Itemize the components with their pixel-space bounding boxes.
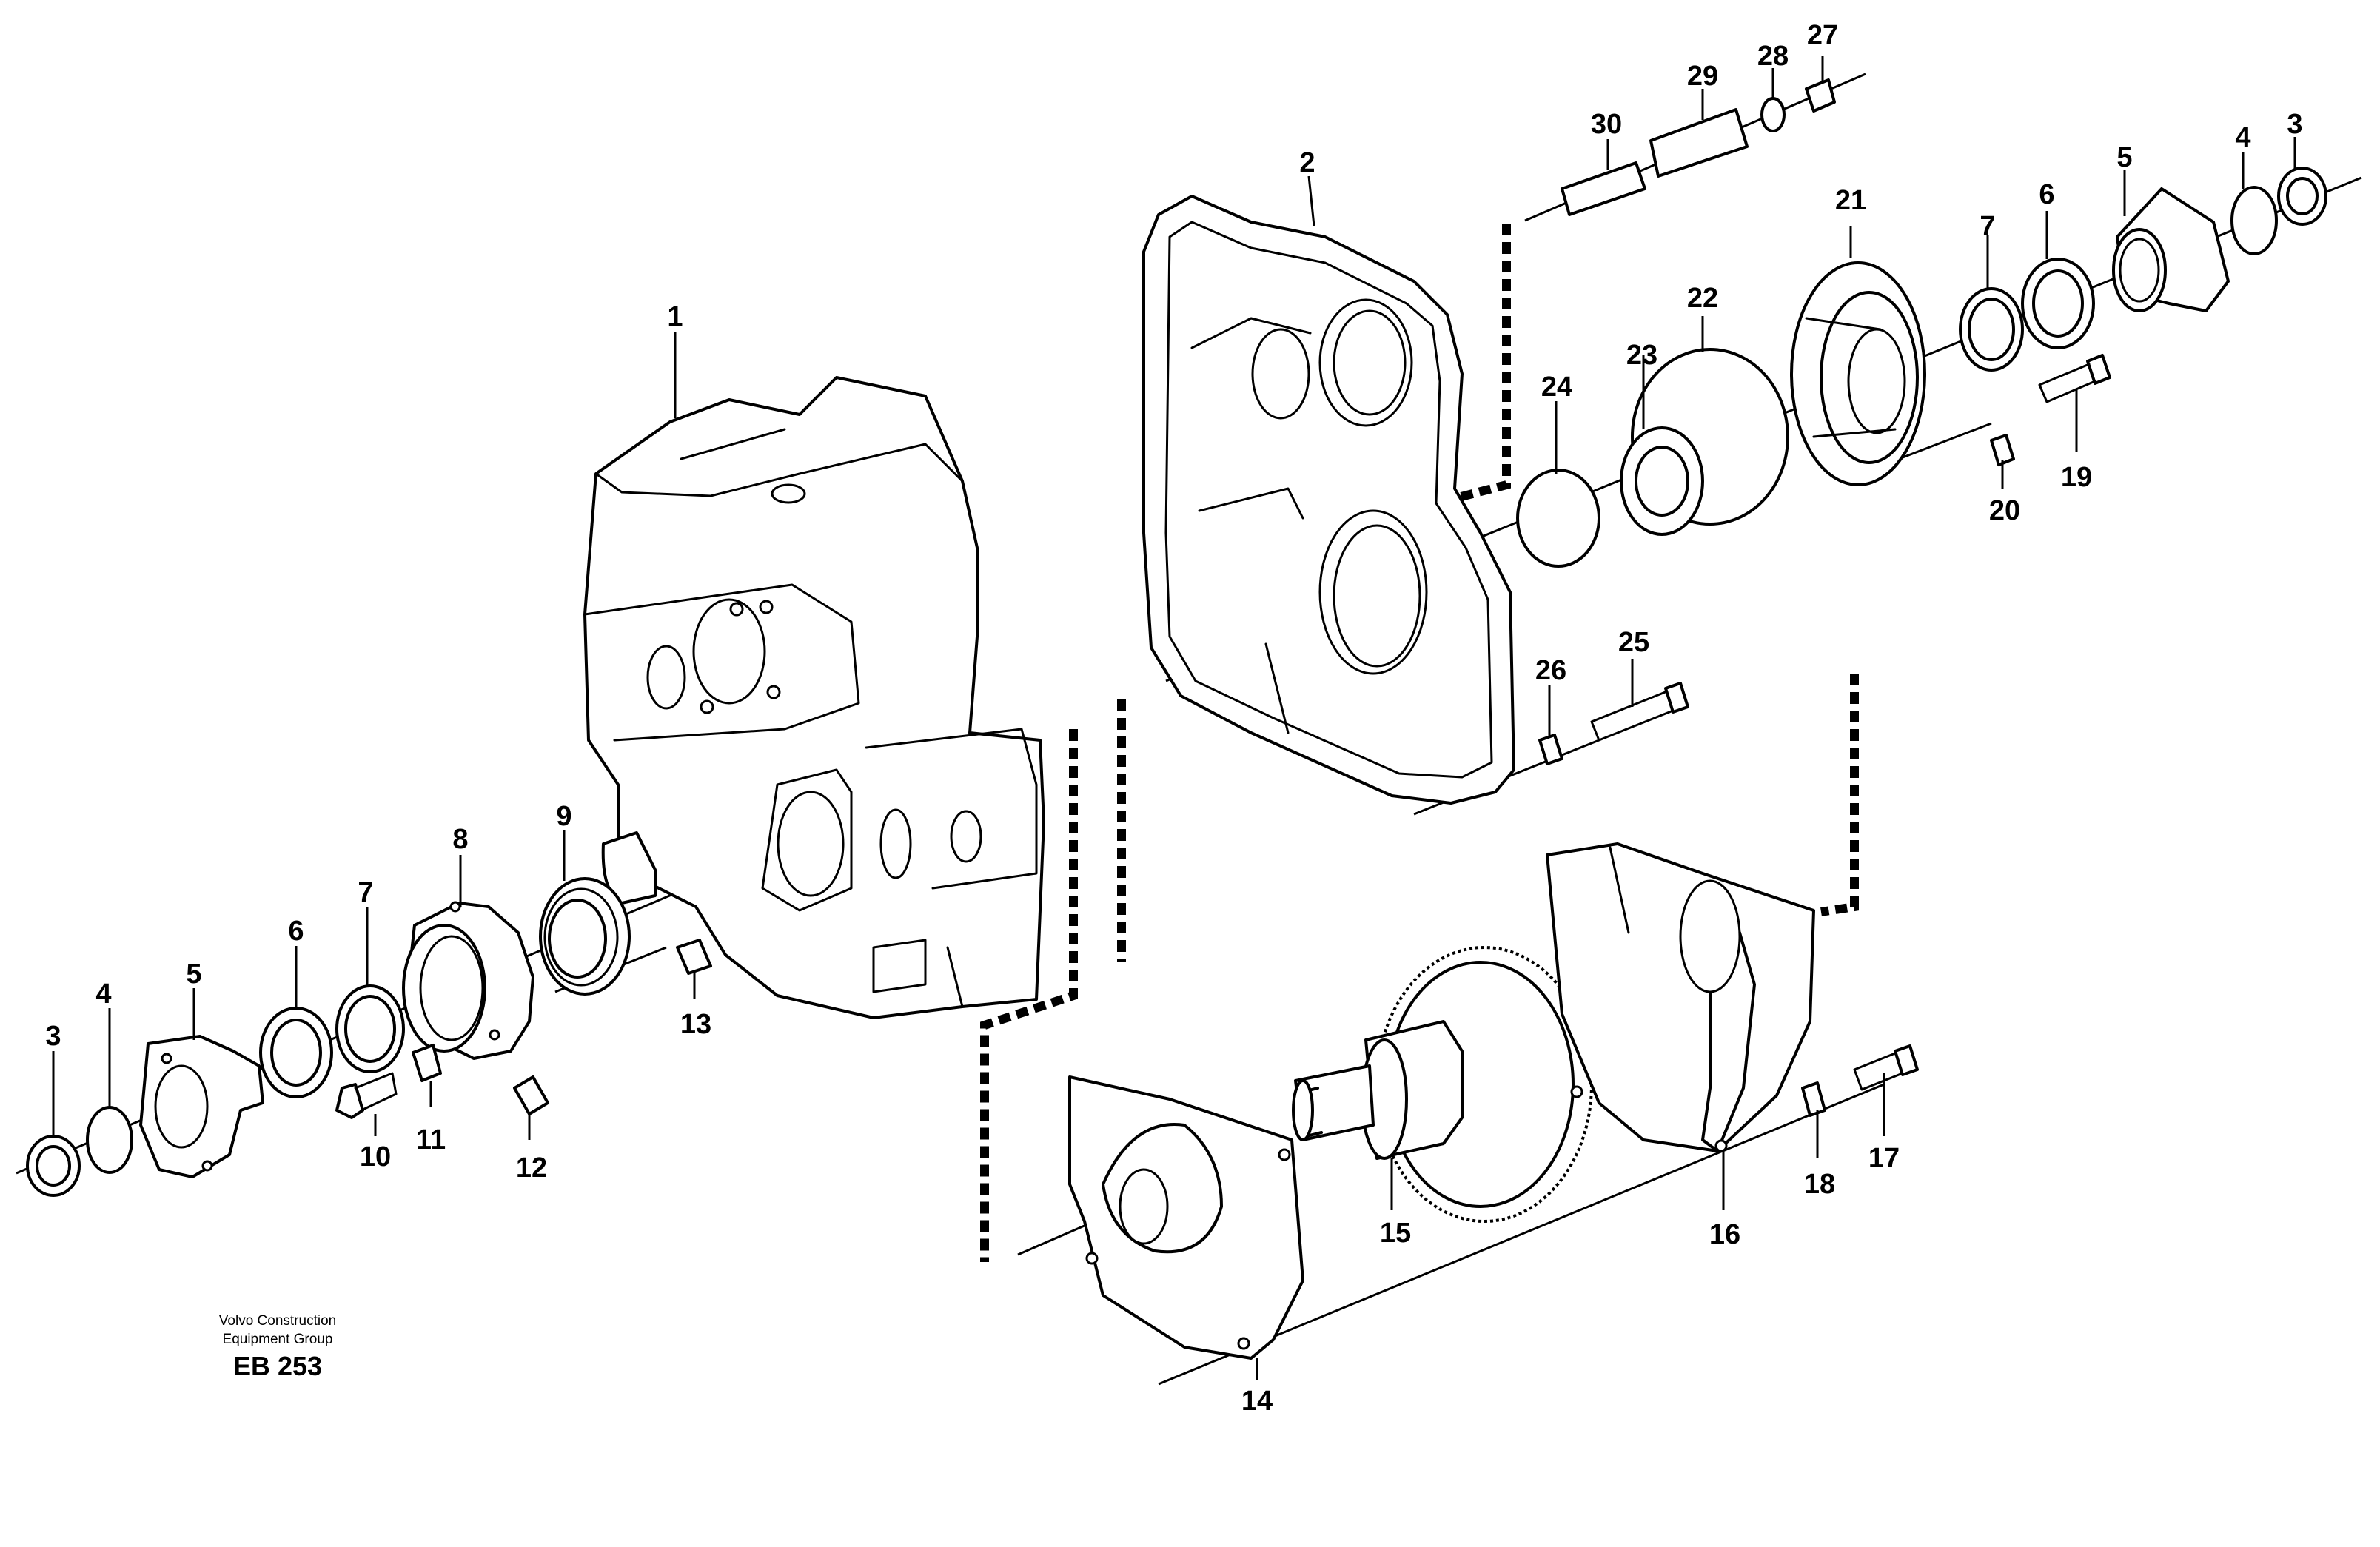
part-19-screw	[2038, 354, 2111, 403]
part-12-plug	[513, 1075, 549, 1115]
callout-10: 10	[360, 1141, 391, 1172]
callout-15: 15	[1380, 1218, 1411, 1249]
part-16-cover	[1546, 842, 1815, 1152]
company-caption: Volvo Construction Equipment Group	[189, 1312, 366, 1349]
part-28-washer	[1760, 97, 1786, 132]
callout-6-left: 6	[288, 916, 304, 947]
part-17-screw	[1853, 1044, 1919, 1091]
callout-5-left: 5	[186, 959, 201, 990]
callout-24: 24	[1541, 372, 1572, 403]
callout-26: 26	[1535, 655, 1566, 686]
callout-17: 17	[1868, 1143, 1900, 1174]
company-line-2: Equipment Group	[222, 1332, 333, 1347]
part-30-pin	[1561, 161, 1646, 216]
callout-9: 9	[556, 801, 571, 832]
callout-labels: 1 2 3 4 5 6 7 8 9 10 11 12 13 14 15 16 1…	[45, 20, 2302, 1417]
part-15-gear-shaft	[1292, 946, 1593, 1223]
callout-20: 20	[1989, 495, 2020, 526]
part-1-transmission-housing	[583, 376, 1045, 1019]
part-25-screw	[1590, 682, 1689, 742]
part-7-seal-left	[335, 984, 405, 1073]
callout-4-left: 4	[95, 979, 111, 1010]
part-8-bearing-housing	[402, 901, 534, 1060]
callout-23: 23	[1626, 340, 1657, 371]
callout-7-right: 7	[1980, 211, 1995, 242]
part-3-nut-right	[2277, 167, 2327, 226]
callout-3-right: 3	[2287, 109, 2302, 140]
part-29-spring	[1649, 108, 1749, 178]
part-5-flange-right	[2112, 187, 2230, 312]
callout-7-left: 7	[358, 877, 373, 908]
callout-22: 22	[1687, 283, 1718, 314]
callout-4-right: 4	[2235, 122, 2250, 153]
part-21-bearing-cover	[1790, 261, 1926, 486]
callout-27: 27	[1807, 20, 1838, 51]
part-3-nut-left	[26, 1135, 81, 1197]
part-10-screw-left	[335, 1072, 398, 1119]
callout-5-right: 5	[2116, 142, 2132, 173]
part-2-housing-cover	[1142, 195, 1515, 805]
part-9-ball-bearing	[539, 877, 631, 996]
callout-18: 18	[1804, 1169, 1835, 1200]
callout-1: 1	[667, 301, 683, 332]
leader-lines	[52, 56, 2296, 1380]
part-11-washer	[412, 1044, 442, 1082]
part-6-seal-ring-right	[2021, 258, 2095, 349]
part-14-cover-plate	[1068, 1075, 1304, 1360]
callout-28: 28	[1757, 41, 1789, 72]
callout-16: 16	[1709, 1219, 1740, 1250]
callout-6-right: 6	[2039, 179, 2054, 210]
callout-19: 19	[2061, 462, 2092, 493]
part-24-snap-ring	[1516, 469, 1600, 568]
callout-14: 14	[1241, 1386, 1273, 1417]
part-6-seal-ring-left	[259, 1007, 333, 1098]
part-23-roller-bearing	[1620, 426, 1704, 536]
callout-25: 25	[1618, 627, 1649, 658]
callout-29: 29	[1687, 61, 1718, 92]
part-20-washer	[1990, 434, 2015, 466]
callout-11: 11	[416, 1124, 446, 1155]
part-26-washer	[1538, 734, 1563, 765]
callout-13: 13	[680, 1009, 711, 1040]
callout-2: 2	[1299, 147, 1315, 178]
callout-21: 21	[1835, 185, 1866, 216]
callout-12: 12	[516, 1152, 547, 1184]
part-18-washer	[1801, 1081, 1826, 1117]
reference-code: EB 253	[232, 1351, 323, 1381]
part-27-screw	[1805, 78, 1836, 113]
part-4-o-ring-right	[2230, 186, 2278, 255]
part-4-o-ring-left	[86, 1106, 133, 1174]
part-5-flange-left	[139, 1035, 264, 1178]
callout-30: 30	[1591, 109, 1622, 140]
part-13-plug	[676, 939, 712, 975]
part-7-seal-right	[1959, 287, 2024, 372]
assembly-guide-lines	[980, 224, 1859, 1262]
callout-3-left: 3	[45, 1021, 61, 1052]
company-line-1: Volvo Construction	[218, 1313, 337, 1329]
callout-8: 8	[452, 824, 468, 855]
